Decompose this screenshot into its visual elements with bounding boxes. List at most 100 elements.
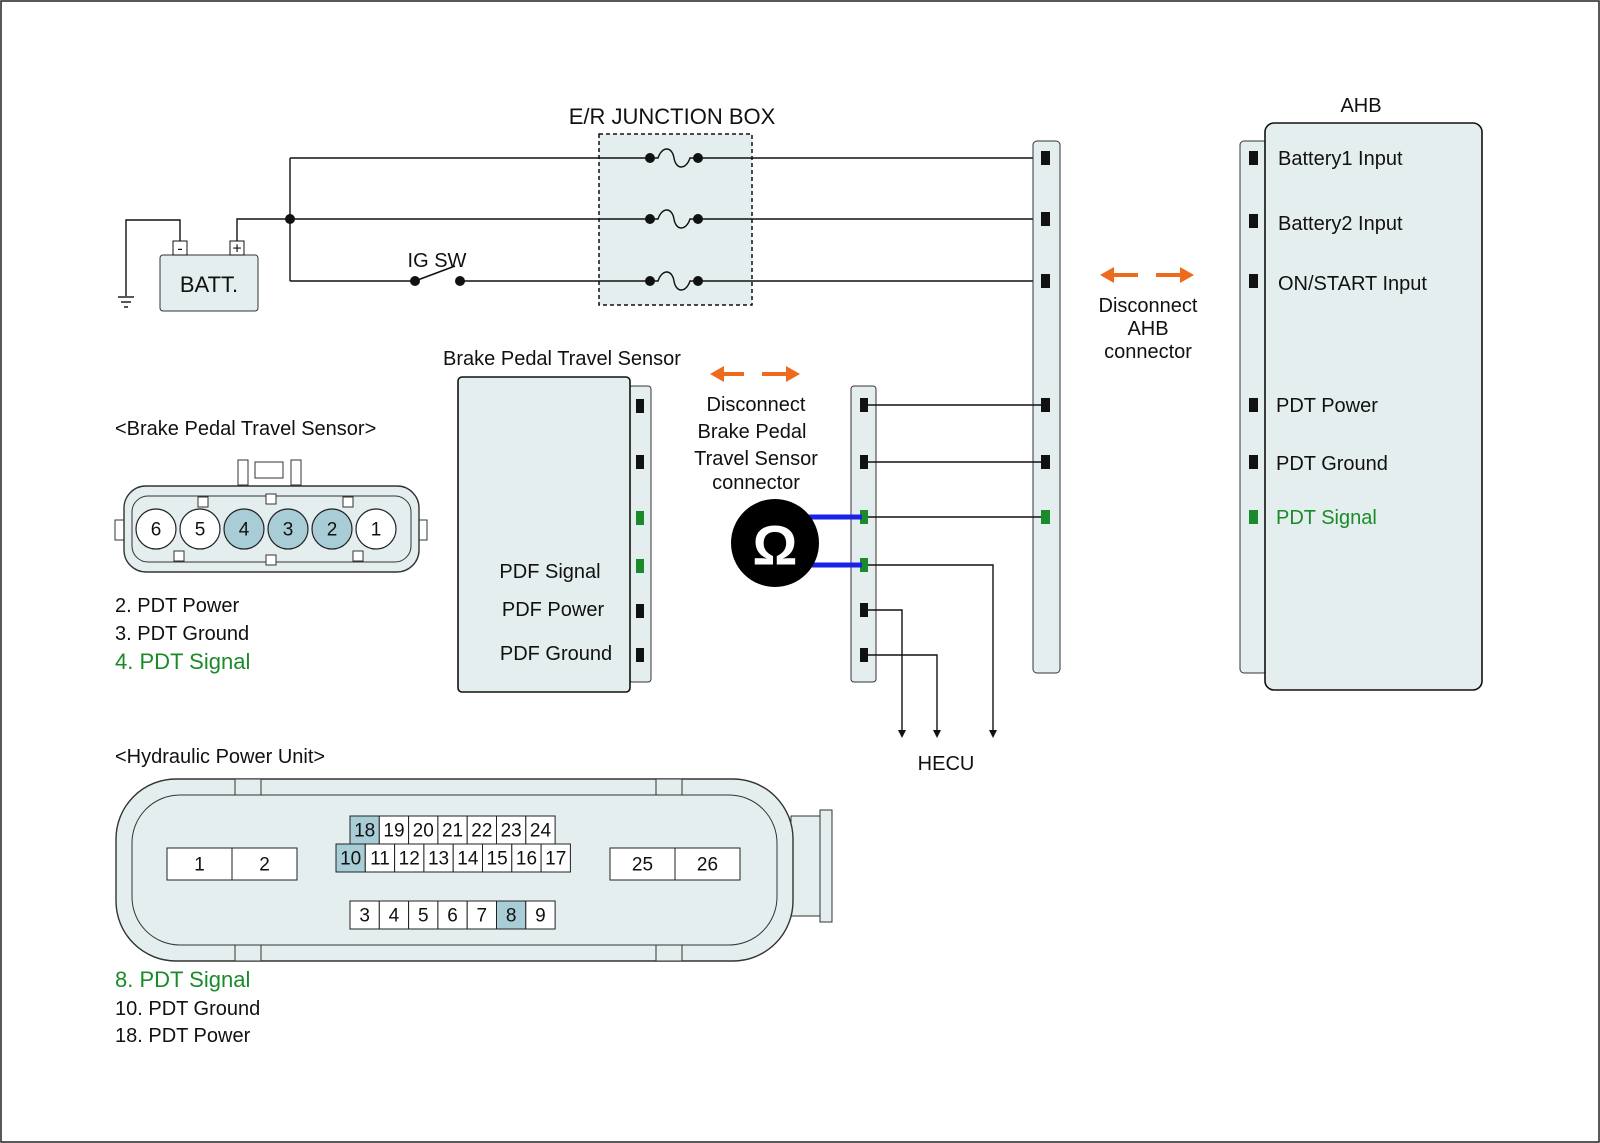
ig-switch-label: IG SW xyxy=(408,250,467,272)
hecu-label: HECU xyxy=(918,753,975,775)
connector-cell-number: 21 xyxy=(442,821,463,842)
ohmmeter-icon xyxy=(731,499,819,587)
connector-cell xyxy=(408,900,439,930)
disconnect-bpts-text: Disconnect xyxy=(707,394,806,416)
connector-cell-number: 13 xyxy=(428,849,449,870)
battery: - + BATT. xyxy=(159,240,259,312)
ahb-pin-label: Battery1 Input xyxy=(1278,148,1403,170)
wire-to-hecu xyxy=(868,564,994,730)
connector-cell-number: 16 xyxy=(516,849,537,870)
connector-cell-number: 26 xyxy=(697,855,718,876)
connector-cell xyxy=(408,815,439,845)
connector-cell-number: 9 xyxy=(535,906,546,927)
connector-cell xyxy=(466,900,498,930)
ahb-pin-label: Battery2 Input xyxy=(1278,213,1403,235)
connector-cell xyxy=(466,815,498,845)
battery-plus-sign: + xyxy=(232,241,241,258)
connector-cell xyxy=(423,843,454,873)
connector-pin xyxy=(1041,398,1050,412)
connector-cell xyxy=(511,843,542,873)
connector-cell xyxy=(674,847,741,881)
connector-pin-number: 6 xyxy=(151,520,162,541)
hpu-legend-item: 10. PDT Ground xyxy=(115,998,260,1020)
connector-cell xyxy=(496,815,527,845)
connector-cell-number: 24 xyxy=(530,821,552,842)
wire-to-hecu xyxy=(868,609,903,730)
ahb-pin-list: Battery1 Input Battery2 Input ON/START I… xyxy=(1249,148,1427,529)
connector-pin-number: 3 xyxy=(283,520,294,541)
connector-pin-circle xyxy=(223,508,265,550)
connector-pin-circle xyxy=(311,508,353,550)
ig-switch xyxy=(410,265,465,286)
connector-cell-number: 12 xyxy=(399,849,420,870)
connector-pin-number: 5 xyxy=(195,520,206,541)
bpts-legend-item: 2. PDT Power xyxy=(115,595,239,617)
connector-pin-circle xyxy=(179,508,221,550)
ahb-unit xyxy=(1264,122,1483,691)
connector-pin-circle xyxy=(355,508,397,550)
connector-pin xyxy=(1041,151,1050,165)
bpts-pin xyxy=(636,648,644,662)
connector-pin-circle xyxy=(135,508,177,550)
bpts-legend-item-signal: 4. PDT Signal xyxy=(115,649,250,674)
connector-pin xyxy=(1041,455,1050,469)
connector-pin-signal xyxy=(860,510,868,524)
hpu-section-title: <Hydraulic Power Unit> xyxy=(115,746,325,768)
connector-cell-number: 17 xyxy=(545,849,566,870)
connector-cell-number: 15 xyxy=(487,849,508,870)
connector-cell-number: 25 xyxy=(632,855,653,876)
connector-cell-number: 6 xyxy=(447,906,458,927)
ahb-pin xyxy=(1249,214,1258,228)
connector-cell-number: 1 xyxy=(194,855,205,876)
wire-to-hecu xyxy=(868,654,938,730)
connector-pin xyxy=(860,398,868,412)
disconnect-bpts-text: connector xyxy=(712,472,800,494)
bpts-pin-label: PDF Signal xyxy=(499,561,600,583)
connector-cell xyxy=(231,847,298,881)
ahb-pin-label: PDT Power xyxy=(1276,395,1378,417)
disconnect-bpts-arrow-icon xyxy=(710,366,800,382)
disconnect-ahb-text: Disconnect xyxy=(1099,295,1198,317)
connector-pin-signal xyxy=(860,558,868,572)
connector-cell xyxy=(525,900,556,930)
connector-pin xyxy=(860,603,868,617)
connector-cell-number: 20 xyxy=(413,821,434,842)
arrow-down-icon xyxy=(989,730,997,738)
ahb-pin xyxy=(1249,455,1258,469)
ahb-pin-label: PDT Ground xyxy=(1276,453,1388,475)
connector-cell xyxy=(482,843,513,873)
connector-cell-number: 22 xyxy=(471,821,492,842)
connector-cell xyxy=(364,843,396,873)
ahb-pin-label: ON/START Input xyxy=(1278,273,1427,295)
connector-pin-number: 1 xyxy=(371,520,382,541)
connector-cell-number: 23 xyxy=(501,821,522,842)
bpts-pin xyxy=(636,399,644,413)
ground-icon xyxy=(118,219,181,308)
connector-cell-number: 5 xyxy=(418,906,429,927)
connector-cell xyxy=(166,847,233,881)
bpts-connector xyxy=(628,385,652,683)
connector-pin xyxy=(860,648,868,662)
connector-cell xyxy=(349,815,380,845)
bpts-title: Brake Pedal Travel Sensor xyxy=(443,348,681,370)
hpu-legend-item: 18. PDT Power xyxy=(115,1025,251,1047)
bpts-pin xyxy=(636,604,644,618)
arrow-down-icon xyxy=(933,730,941,738)
connector-cell-number: 19 xyxy=(383,821,404,842)
bpts-pin-signal xyxy=(636,559,644,573)
connector-cell-number: 4 xyxy=(389,906,400,927)
connector-pin-signal xyxy=(1041,510,1050,524)
connector-cell xyxy=(437,815,468,845)
battery-positive-wire xyxy=(236,218,290,241)
disconnect-bpts-text: Brake Pedal xyxy=(698,421,807,443)
bpts-unit xyxy=(457,376,631,693)
bpts-section-title: <Brake Pedal Travel Sensor> xyxy=(115,418,376,440)
ahb-title: AHB xyxy=(1340,95,1381,117)
ahb-pin xyxy=(1249,274,1258,288)
connector-pin-number: 4 xyxy=(239,520,250,541)
connector-cell xyxy=(609,847,676,881)
disconnect-ahb-arrow-icon xyxy=(1100,267,1194,283)
